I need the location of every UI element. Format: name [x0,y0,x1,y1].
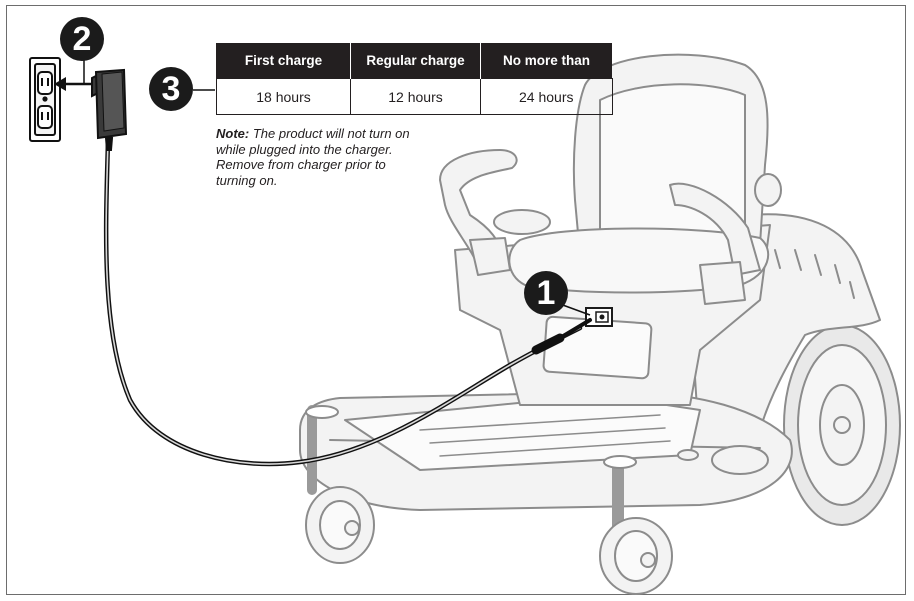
cell-first-charge: 18 hours [216,78,351,115]
cell-regular-charge: 12 hours [350,78,481,115]
riding-mower-illustration [299,53,901,595]
header-regular-charge: Regular charge [350,43,481,79]
note-label: Note: [216,126,250,141]
charging-note: Note: The product will not turn on while… [216,126,426,188]
header-no-more-than: No more than [480,43,612,79]
table-header-row: First charge Regular charge No more than [216,43,612,79]
charger-adapter-icon [91,68,128,151]
wall-outlet-icon [29,57,61,142]
header-first-charge: First charge [216,43,351,79]
charging-cable-icon [103,137,592,467]
charging-port-icon [585,307,613,327]
callout-number-1: 1 [524,271,568,315]
charge-time-table: First charge Regular charge No more than… [216,43,613,115]
callout-1-leader [559,303,591,316]
callout-number-2: 2 [60,17,104,61]
table-row: 18 hours 12 hours 24 hours [216,78,613,115]
callout-number-3: 3 [149,67,193,111]
diagram-frame [6,5,906,595]
cell-no-more-than: 24 hours [480,78,613,115]
note-text: The product will not turn on while plugg… [216,126,410,188]
